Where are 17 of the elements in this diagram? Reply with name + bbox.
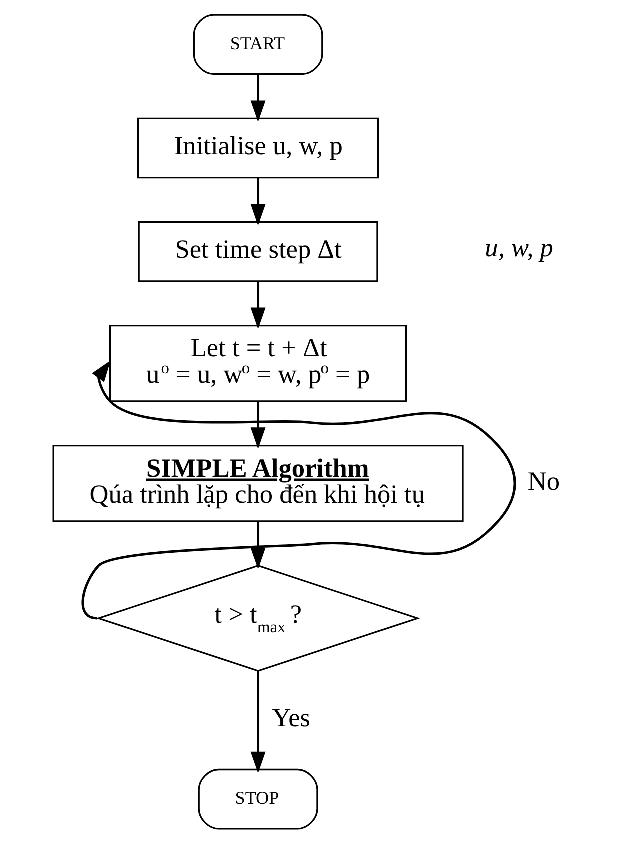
- arrow: [250, 178, 266, 226]
- arrow: [250, 672, 266, 774]
- node-box: START: [193, 14, 324, 76]
- node-box: STOP: [198, 768, 318, 830]
- node-box: Set time step Δt: [138, 221, 378, 282]
- label: u, w, p: [485, 233, 554, 262]
- arrow: [250, 74, 266, 122]
- node-box: SIMPLE Algorithm Qúa trình lặp cho đến khi hội tụ: [52, 445, 464, 522]
- edge-label: Yes: [272, 704, 311, 733]
- node-box: Initialise u, w, p: [137, 118, 380, 179]
- arrow: [82, 360, 516, 620]
- arrow: [250, 282, 266, 330]
- arrow: [250, 522, 266, 570]
- edge-label: No: [528, 466, 560, 496]
- node-diamond: t > t$_{max}$ ?: [96, 565, 420, 672]
- arrow: [250, 402, 266, 450]
- node-box: Let t = t + Δt u$^{o}$ = u, w$^{o}$ = w, p$^{o}$ = p: [109, 324, 408, 402]
